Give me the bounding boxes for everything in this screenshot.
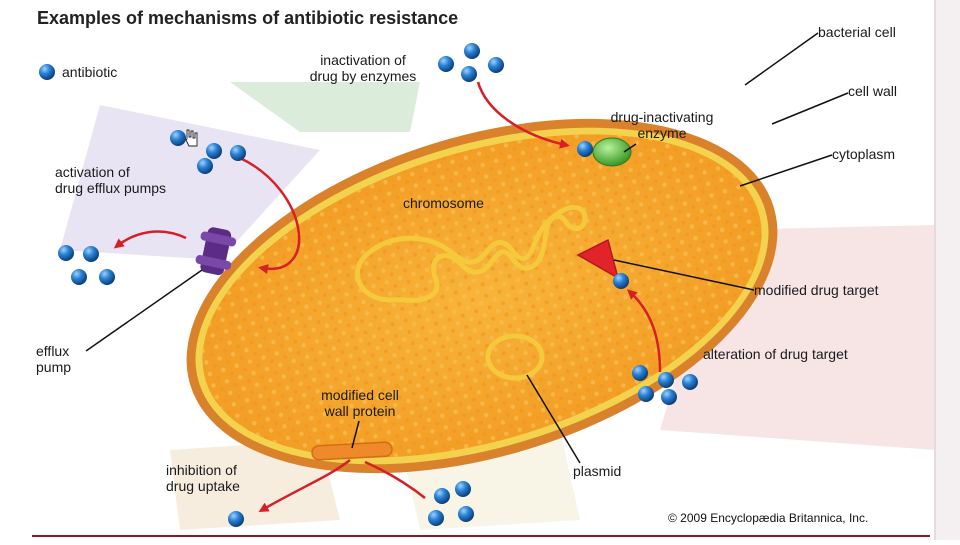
arrow-uptake-out — [258, 459, 351, 513]
label-activation-line2: drug efflux pumps — [55, 180, 167, 196]
antibiotic-molecule — [661, 389, 677, 405]
label-activation-efflux: activation of drug efflux pumps — [55, 164, 166, 196]
copyright-credit: © 2009 Encyclopædia Britannica, Inc. — [668, 511, 869, 525]
antibiotic-molecule — [230, 145, 246, 161]
arrow-uptake-in — [364, 460, 426, 499]
leader-efflux-pump — [85, 269, 203, 352]
leader-cell-wall — [771, 92, 849, 125]
right-edge-divider — [934, 0, 936, 540]
label-inactivation-line2: drug by enzymes — [309, 68, 417, 84]
right-edge-panel — [936, 0, 960, 540]
antibiotic-molecule — [632, 365, 648, 381]
label-inactivation-line1: inactivation of — [320, 52, 406, 68]
antibiotic-molecule — [58, 245, 74, 261]
label-modified-drug-target: modified drug target — [754, 282, 879, 298]
leader-enzyme — [623, 143, 637, 153]
label-plasmid: plasmid — [573, 463, 622, 479]
leader-plasmid — [526, 374, 581, 464]
antibiotic-molecule — [99, 269, 115, 285]
arrow-efflux-in — [239, 156, 301, 274]
antibiotic-molecule — [228, 511, 244, 527]
label-inhibition-uptake: inhibition of drug uptake — [166, 462, 240, 494]
mouse-cursor-icon — [185, 129, 198, 147]
glow-inactivation — [230, 82, 420, 132]
label-bacterial-cell: bacterial cell — [818, 24, 896, 40]
label-cell-wall: cell wall — [848, 83, 898, 99]
leader-lines — [85, 32, 849, 464]
antibiotic-molecule — [206, 143, 222, 159]
label-efflux-line1: efflux — [36, 343, 70, 359]
arrow-alteration — [627, 289, 662, 373]
diagram-title: Examples of mechanisms of antibiotic res… — [37, 8, 459, 28]
leader-wall-protein — [351, 420, 360, 449]
antibiotic-molecule — [638, 386, 654, 402]
antibiotic-molecule — [83, 246, 99, 262]
leader-cytoplasm — [739, 154, 833, 187]
label-enzyme-line1: drug-inactivating — [610, 109, 714, 125]
bacterial-cell — [186, 118, 778, 474]
bottom-rule — [32, 535, 930, 537]
label-drug-inactivating-enzyme: drug-inactivating enzyme — [588, 109, 736, 141]
label-wall-protein-line1: modified cell — [321, 387, 399, 403]
leader-bacterial-cell — [744, 32, 819, 86]
label-chromosome: chromosome — [403, 195, 484, 211]
chromosome — [355, 204, 588, 303]
cytoplasm-texture — [202, 134, 762, 458]
label-wall-protein-line2: wall protein — [324, 403, 396, 419]
label-efflux-pump: efflux pump — [36, 343, 71, 375]
antibiotic-molecule — [434, 488, 450, 504]
label-cytoplasm: cytoplasm — [832, 146, 896, 162]
antibiotic-molecule — [39, 64, 55, 80]
label-modified-wall-protein: modified cell wall protein — [300, 387, 420, 419]
antibiotic-molecule — [658, 372, 674, 388]
modified-drug-target — [576, 238, 620, 280]
antibiotic-molecule — [455, 481, 471, 497]
antibiotic-molecule — [461, 66, 477, 82]
antibiotic-molecule — [170, 130, 186, 146]
efflux-pump — [195, 227, 237, 276]
modified-wall-protein — [311, 441, 393, 461]
antibiotic-molecule — [577, 141, 593, 157]
arrow-efflux-out — [113, 230, 187, 249]
antibiotic-molecule — [464, 43, 480, 59]
label-inhibition-line2: drug uptake — [166, 478, 240, 494]
antibiotic-molecules — [39, 43, 698, 527]
glow-efflux — [60, 105, 320, 260]
antibiotic-molecule — [428, 510, 444, 526]
drug-inactivating-enzyme — [592, 137, 632, 167]
arrow-inactivation — [476, 81, 570, 149]
antibiotic-molecule — [197, 158, 213, 174]
antibiotic-molecule — [71, 269, 87, 285]
leader-modified-target — [613, 259, 755, 291]
plasmid — [485, 333, 545, 381]
antibiotic-molecule — [488, 57, 504, 73]
label-inhibition-line1: inhibition of — [166, 462, 237, 478]
antibiotic-molecule — [613, 273, 629, 289]
label-alteration-target: alteration of drug target — [703, 346, 848, 362]
antibiotic-molecule — [682, 374, 698, 390]
legend-antibiotic-label: antibiotic — [62, 64, 118, 80]
label-inactivation: inactivation of drug by enzymes — [288, 52, 438, 84]
label-efflux-line2: pump — [36, 359, 72, 375]
antibiotic-molecule — [438, 56, 454, 72]
label-activation-line1: activation of — [55, 164, 130, 180]
label-enzyme-line2: enzyme — [637, 125, 687, 141]
antibiotic-molecule — [458, 506, 474, 522]
